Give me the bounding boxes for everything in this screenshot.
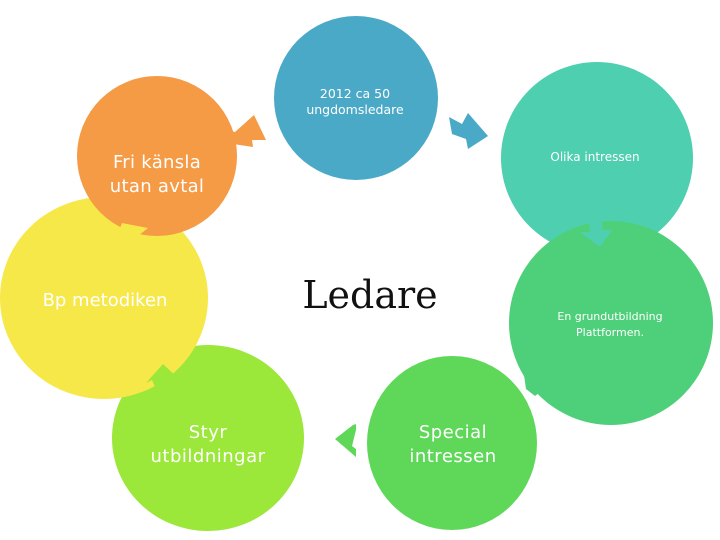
- node-left-label: Bp metodiken: [42, 289, 168, 311]
- node-top: [274, 16, 438, 180]
- node-right-top-label: Olika intressen: [550, 150, 640, 164]
- cycle-arrow-bottom-left-to-left: [146, 364, 180, 396]
- cycle-arrow-top-to-right-top: [449, 113, 488, 149]
- cycle-arrow-left-top-to-top: [230, 115, 266, 147]
- center-label: Ledare: [302, 273, 438, 317]
- cycle-arrow-right-top-to-right: [580, 219, 612, 247]
- node-left-top-label: Fri känsla utan avtal: [109, 152, 205, 197]
- cycle-arrow-bottom-mid-to-bottom-left: [335, 424, 356, 457]
- node-bottom-mid-label: Special intressen: [409, 422, 497, 467]
- node-right-label: En grundutbildning Plattformen.: [557, 310, 663, 339]
- node-top-label: 2012 ca 50 ungdomsledare: [306, 86, 404, 117]
- node-bottom-mid: [367, 356, 537, 530]
- cycle-arrow-left-to-left-top: [118, 223, 148, 238]
- node-right-top: [501, 62, 693, 254]
- node-left-top: [77, 76, 237, 236]
- node-right: [509, 221, 713, 425]
- node-left: [0, 197, 208, 399]
- cycle-arrow-right-to-bottom-mid: [523, 368, 549, 396]
- node-bottom-left-label: Styr utbildningar: [150, 422, 266, 467]
